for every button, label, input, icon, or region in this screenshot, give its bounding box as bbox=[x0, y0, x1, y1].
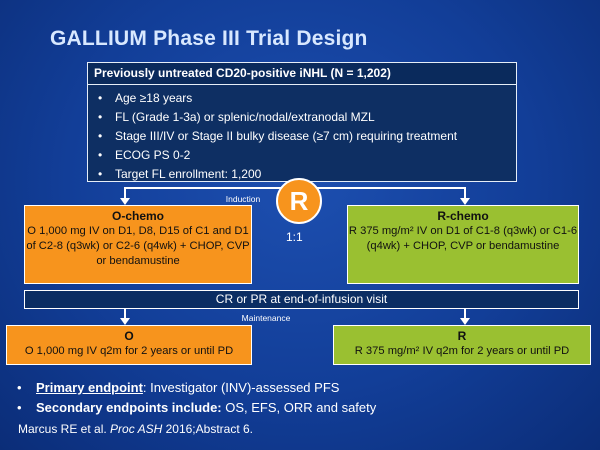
induction-label: Induction bbox=[225, 194, 261, 204]
arm-title: O bbox=[124, 329, 134, 343]
maintenance-arm-r: R R 375 mg/m² IV q2m for 2 years or unti… bbox=[333, 325, 591, 365]
connector-maint-left bbox=[124, 309, 126, 318]
citation: Marcus RE et al. Proc ASH 2016;Abstract … bbox=[18, 422, 253, 436]
criterion-item: Age ≥18 years bbox=[88, 89, 516, 108]
connector-left-drop bbox=[124, 187, 126, 198]
citation-rest: 2016;Abstract 6. bbox=[162, 422, 254, 436]
arm-title: R-chemo bbox=[437, 209, 489, 223]
eligibility-list: Age ≥18 years FL (Grade 1-3a) or splenic… bbox=[88, 86, 516, 184]
arrow-down-icon bbox=[460, 198, 470, 205]
citation-authors: Marcus RE et al. bbox=[18, 422, 111, 436]
maintenance-arm-o: O O 1,000 mg IV q2m for 2 years or until… bbox=[6, 325, 252, 365]
arrow-down-icon bbox=[460, 318, 470, 325]
arrow-down-icon bbox=[120, 198, 130, 205]
endpoint-text: : Investigator (INV)-assessed PFS bbox=[142, 380, 340, 395]
response-bar: CR or PR at end-of-infusion visit bbox=[24, 290, 579, 309]
arm-title: R bbox=[457, 329, 467, 343]
induction-arm-o-chemo: O-chemo O 1,000 mg IV on D1, D8, D15 of … bbox=[24, 205, 252, 284]
connector-maint-right bbox=[464, 309, 466, 318]
secondary-endpoints: Secondary endpoints include: OS, EFS, OR… bbox=[14, 398, 594, 418]
endpoint-text: OS, EFS, ORR and safety bbox=[221, 400, 377, 415]
arm-title: O-chemo bbox=[111, 209, 164, 223]
criterion-item: Stage III/IV or Stage II bulky disease (… bbox=[88, 127, 516, 146]
criterion-item: ECOG PS 0-2 bbox=[88, 146, 516, 165]
citation-journal: Proc ASH bbox=[110, 422, 163, 436]
population-header: Previously untreated CD20-positive iNHL … bbox=[88, 63, 516, 85]
arm-description: R 375 mg/m² IV on D1 of C1-8 (q3wk) or C… bbox=[348, 225, 578, 252]
randomization-circle: R bbox=[276, 178, 322, 224]
arm-description: R 375 mg/m² IV q2m for 2 years or until … bbox=[354, 345, 570, 357]
arrow-down-icon bbox=[120, 318, 130, 325]
criterion-item: Target FL enrollment: 1,200 bbox=[88, 165, 516, 184]
arm-description: O 1,000 mg IV q2m for 2 years or until P… bbox=[24, 345, 234, 357]
maintenance-label: Maintenance bbox=[241, 313, 291, 323]
randomization-ratio: 1:1 bbox=[286, 230, 303, 244]
primary-endpoint: Primary endpoint: Investigator (INV)-ass… bbox=[14, 378, 594, 398]
endpoint-lead: Primary endpoint bbox=[36, 380, 143, 395]
criterion-item: FL (Grade 1-3a) or splenic/nodal/extrano… bbox=[88, 108, 516, 127]
endpoints-list: Primary endpoint: Investigator (INV)-ass… bbox=[14, 378, 594, 418]
connector-right-drop bbox=[464, 187, 466, 198]
endpoint-lead: Secondary endpoints include: bbox=[36, 400, 222, 415]
induction-arm-r-chemo: R-chemo R 375 mg/m² IV on D1 of C1-8 (q3… bbox=[347, 205, 579, 284]
arm-description: O 1,000 mg IV on D1, D8, D15 of C1 and D… bbox=[26, 225, 250, 267]
population-box: Previously untreated CD20-positive iNHL … bbox=[87, 62, 517, 184]
slide-title: GALLIUM Phase III Trial Design bbox=[50, 27, 368, 50]
